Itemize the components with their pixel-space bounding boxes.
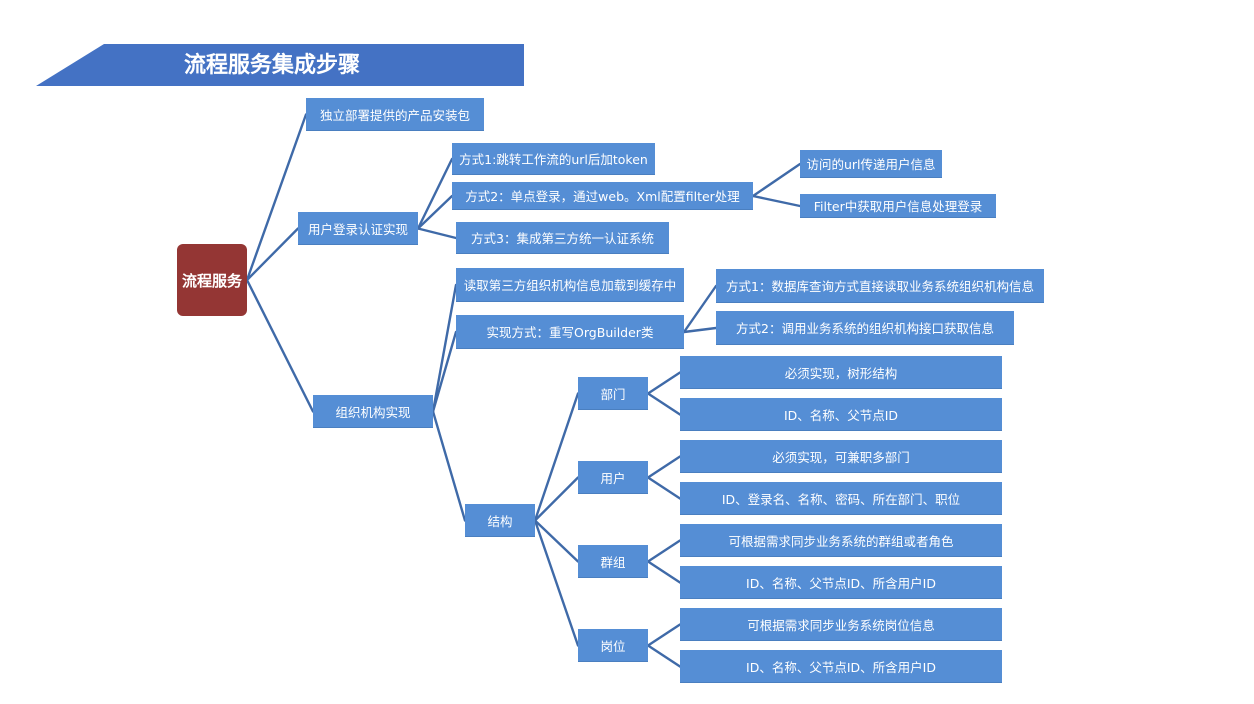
connector-line (416, 194, 454, 230)
connector-line (533, 476, 580, 522)
page-title: 流程服务集成步骤 (184, 53, 361, 78)
node-group-detail-2: ID、名称、父节点ID、所含用户ID (680, 566, 1002, 599)
node-method2-detail-1: 访问的url传递用户信息 (800, 150, 942, 178)
node-struct-department: 部门 (578, 377, 648, 410)
node-method2-detail-2: Filter中获取用户信息处理登录 (800, 194, 996, 218)
node-department-detail-2: ID、名称、父节点ID (680, 398, 1002, 431)
connector-line (646, 476, 682, 500)
title-banner (36, 44, 524, 86)
node-department-detail-1: 必须实现，树形结构 (680, 356, 1002, 389)
node-login-auth: 用户登录认证实现 (298, 212, 418, 245)
node-user-detail-1: 必须实现，可兼职多部门 (680, 440, 1002, 473)
connector-line (533, 519, 580, 647)
connector-line (416, 227, 458, 240)
connector-line (646, 560, 682, 584)
connector-line (245, 227, 300, 282)
connector-line (751, 162, 802, 198)
connector-line (245, 278, 315, 413)
node-struct-position: 岗位 (578, 629, 648, 662)
node-org-impl: 组织机构实现 (313, 395, 433, 428)
node-user-detail-2: ID、登录名、名称、密码、所在部门、职位 (680, 482, 1002, 515)
node-structure: 结构 (465, 504, 535, 537)
connector-line (646, 644, 682, 668)
node-builder-method-1: 方式1：数据库查询方式直接读取业务系统组织机构信息 (716, 269, 1044, 303)
connector-line (646, 539, 682, 563)
node-position-detail-2: ID、名称、父节点ID、所含用户ID (680, 650, 1002, 683)
connector-line (751, 194, 802, 208)
node-position-detail-1: 可根据需求同步业务系统岗位信息 (680, 608, 1002, 641)
node-group-detail-1: 可根据需求同步业务系统的群组或者角色 (680, 524, 1002, 557)
node-org-builder: 实现方式：重写OrgBuilder类 (456, 315, 684, 349)
connector-line (682, 284, 718, 334)
connector-line (646, 623, 682, 647)
root-node: 流程服务 (177, 244, 247, 316)
connector-line (646, 455, 682, 479)
connector-line (533, 519, 580, 563)
connector-line (431, 283, 458, 413)
connector-line (682, 326, 718, 334)
connector-line (646, 371, 682, 395)
connector-line (533, 392, 580, 522)
node-struct-user: 用户 (578, 461, 648, 494)
connector-line (245, 113, 308, 282)
node-login-method-1: 方式1:跳转工作流的url后加token (452, 143, 655, 175)
node-login-method-2: 方式2：单点登录，通过web。Xml配置filter处理 (452, 182, 753, 210)
connector-line (646, 392, 682, 416)
connector-line (431, 330, 458, 413)
node-org-cache: 读取第三方组织机构信息加载到缓存中 (456, 268, 684, 302)
connector-line (416, 157, 454, 230)
node-install-package: 独立部署提供的产品安装包 (306, 98, 484, 131)
node-login-method-3: 方式3：集成第三方统一认证系统 (456, 222, 669, 254)
connector-line (431, 410, 467, 522)
node-builder-method-2: 方式2：调用业务系统的组织机构接口获取信息 (716, 311, 1014, 345)
node-struct-group: 群组 (578, 545, 648, 578)
